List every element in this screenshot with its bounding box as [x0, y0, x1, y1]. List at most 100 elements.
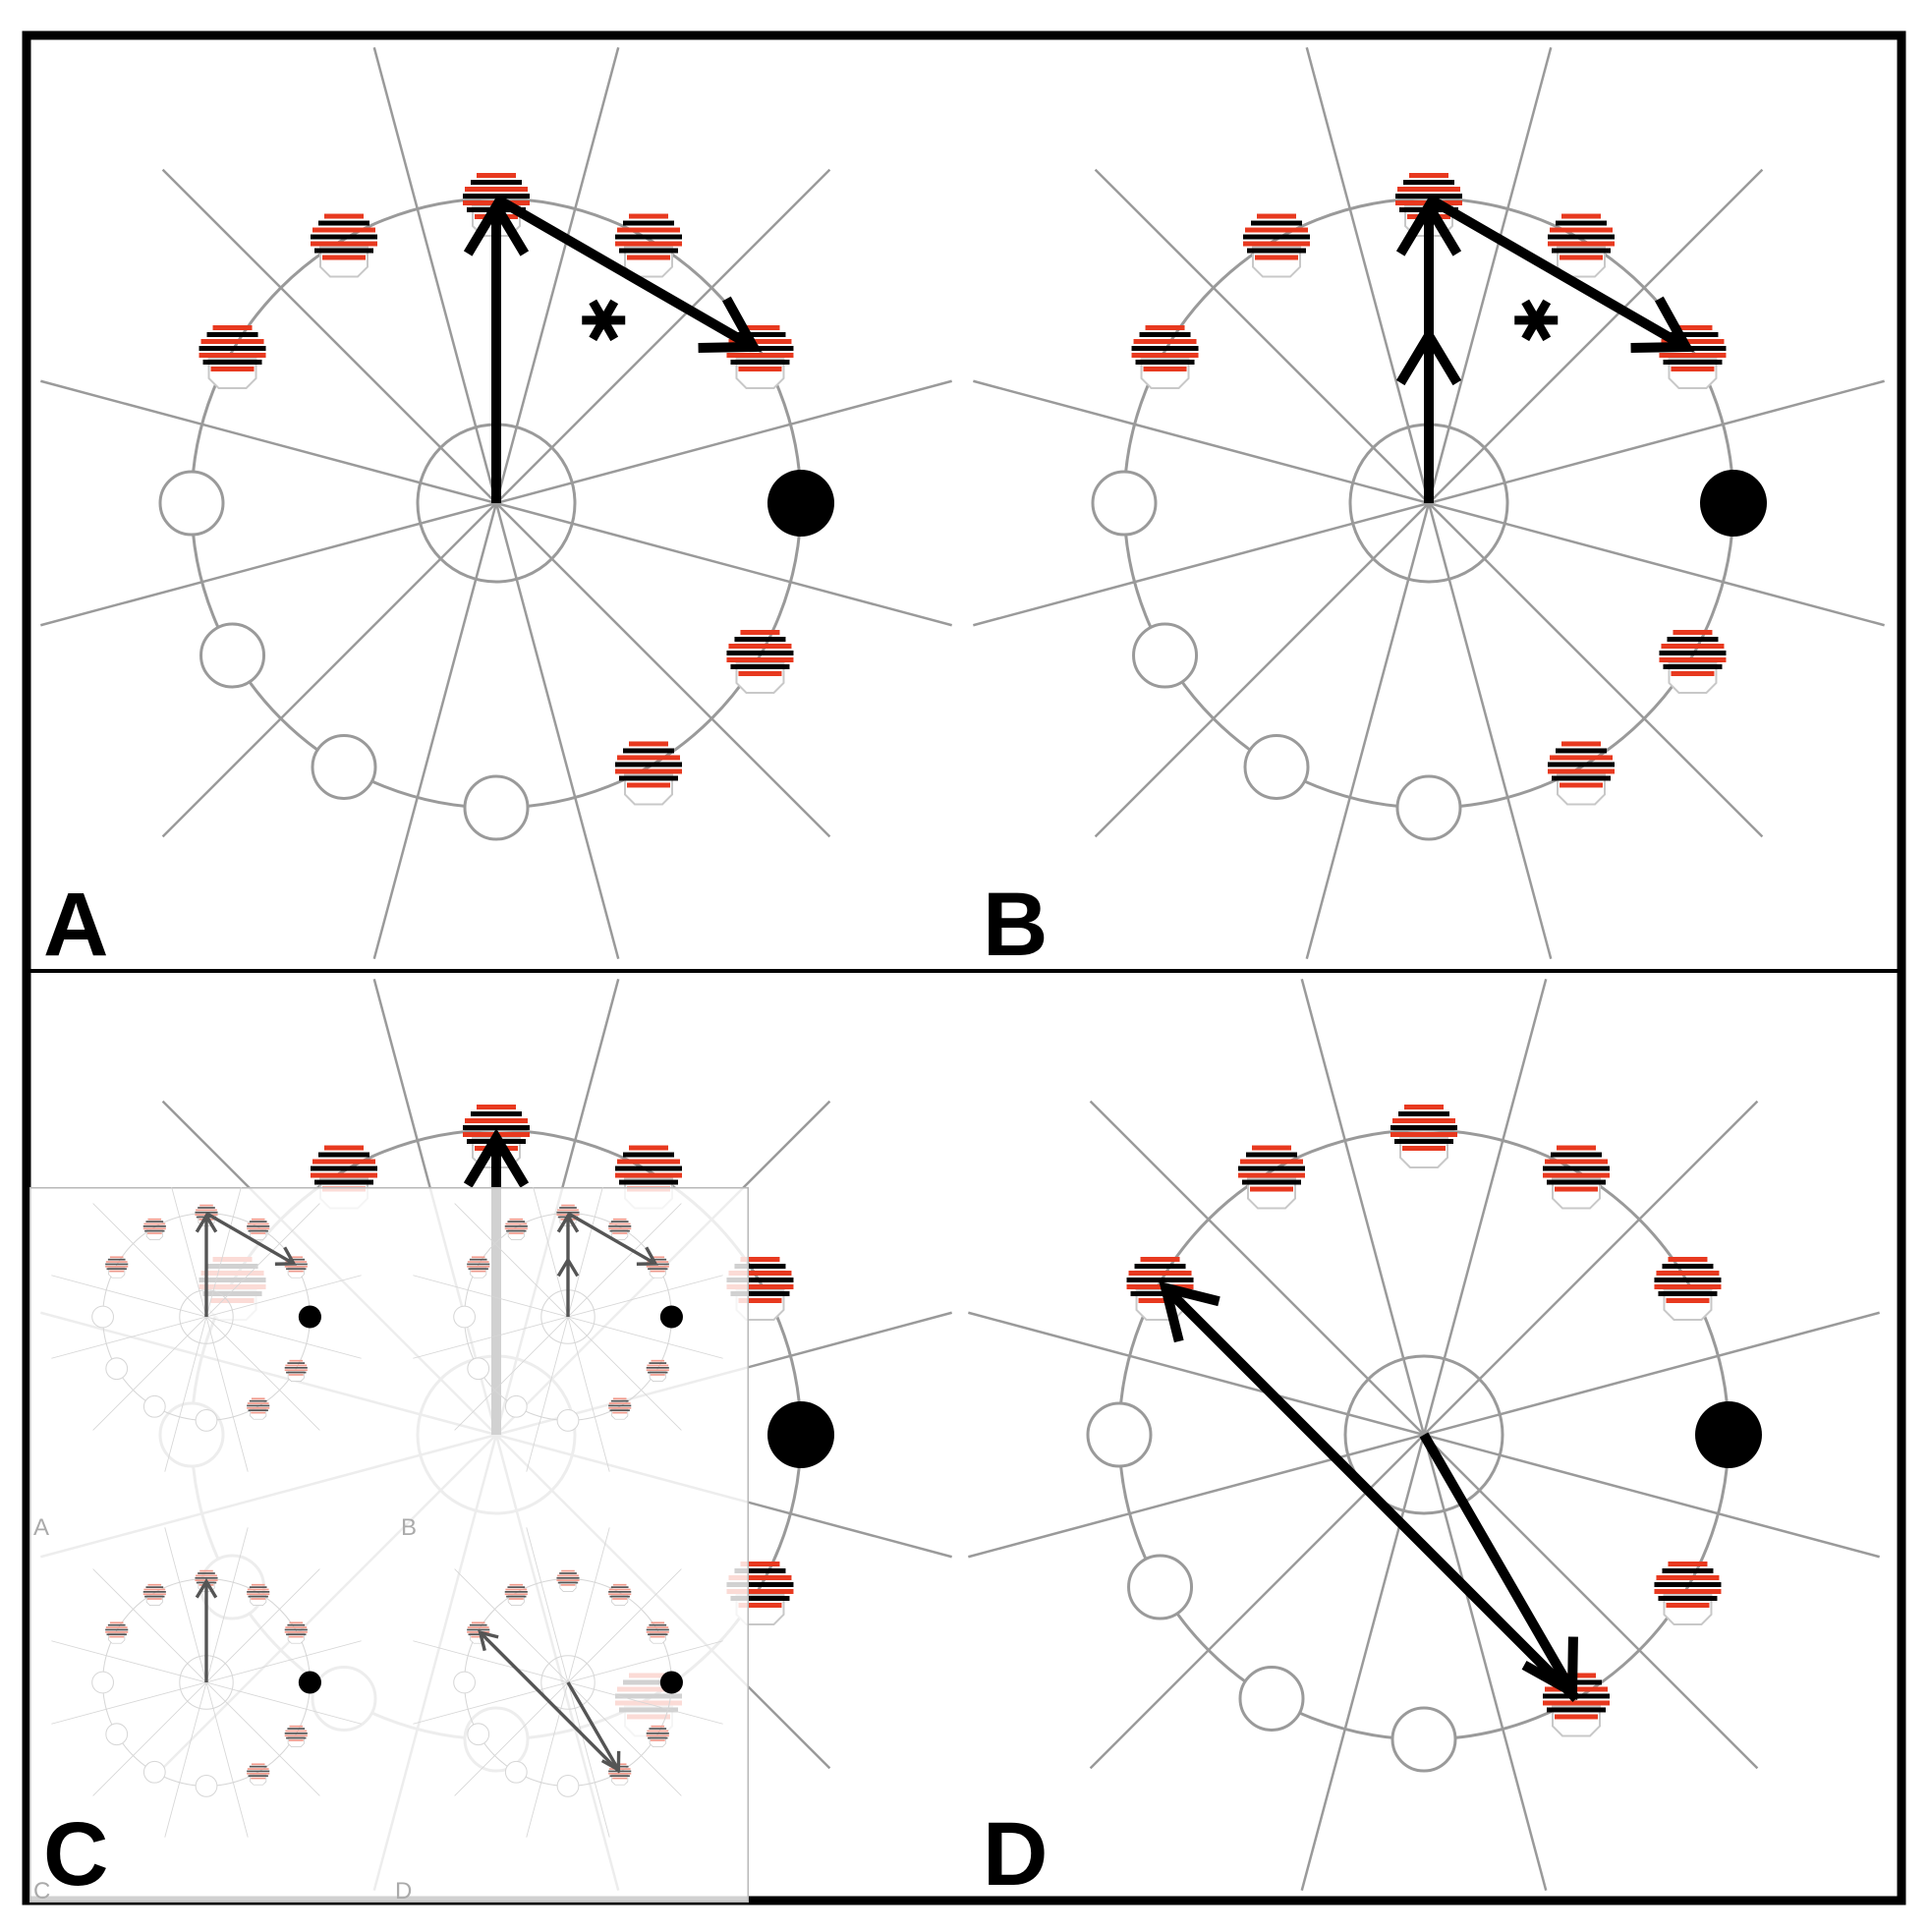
striped-target-icon [646, 1725, 669, 1747]
target-stripe [1128, 1271, 1192, 1276]
target-base [108, 1267, 126, 1279]
target-stripe [106, 1633, 127, 1636]
target-stripe [465, 1118, 528, 1123]
target-stripe [477, 173, 516, 178]
empty-target-icon [142, 1394, 166, 1418]
target-stripe [284, 1263, 308, 1266]
target-base [611, 1774, 629, 1786]
target-base [507, 1595, 525, 1606]
target-stripe [740, 1562, 780, 1566]
target-stripe [247, 1406, 270, 1409]
target-stripe [738, 367, 782, 371]
vector-arrow-icon [493, 194, 762, 353]
target-stripe [726, 1278, 794, 1282]
striped-target-icon [1654, 1257, 1722, 1321]
empty-target-icon [1091, 470, 1158, 537]
target-base [1552, 1705, 1601, 1737]
target-stripe [556, 1211, 580, 1214]
target-stripe [650, 1270, 665, 1273]
striped-target-icon [608, 1397, 632, 1420]
empty-target-icon [453, 1671, 476, 1694]
target-stripe [650, 1374, 665, 1376]
target-stripe [200, 339, 264, 344]
target-base [611, 1595, 629, 1606]
filled-target-icon [659, 1671, 683, 1694]
target-stripe [147, 1583, 162, 1586]
target-stripe [557, 1581, 579, 1584]
striped-target-icon [142, 1583, 166, 1606]
target-base [559, 1580, 577, 1592]
target-stripe [615, 768, 682, 774]
target-stripe [1390, 1132, 1457, 1137]
vector-arrow-head [636, 1246, 658, 1266]
target-stripe [199, 353, 266, 358]
target-stripe [1668, 1257, 1708, 1262]
target-stripe [109, 1270, 125, 1273]
target-stripe [196, 1574, 217, 1577]
target-stripe [467, 1626, 489, 1628]
target-stripe [1409, 173, 1448, 178]
empty-target-icon [91, 1671, 114, 1694]
vector-arrow-icon [205, 1212, 297, 1266]
target-base [287, 1267, 305, 1279]
target-stripe [105, 1630, 129, 1633]
target-stripe [615, 762, 682, 767]
asterisk-icon [582, 299, 626, 342]
target-stripe [508, 1232, 524, 1234]
target-stripe [610, 1221, 629, 1222]
target-stripe [646, 1367, 669, 1369]
target-stripe [1666, 1298, 1710, 1303]
target-stripe [726, 1582, 794, 1587]
filled-target-icon [298, 1305, 321, 1329]
target-stripe [646, 1263, 669, 1266]
target-stripe [612, 1583, 627, 1586]
target-stripe [1555, 1186, 1598, 1192]
target-stripe [608, 1404, 632, 1407]
inset-label-a: A [33, 1514, 49, 1541]
target-stripe [105, 1261, 128, 1263]
target-stripe [730, 664, 790, 669]
target-stripe [247, 1588, 269, 1591]
target-stripe [651, 1725, 665, 1728]
target-stripe [561, 1204, 575, 1207]
vector-arrow-shaft [1419, 1432, 1577, 1695]
target-stripe [144, 1595, 165, 1598]
target-stripe [505, 1222, 528, 1225]
target-stripe [615, 234, 682, 240]
vector-arrow-head [463, 197, 530, 256]
target-stripe [648, 1736, 668, 1739]
target-stripe [508, 1598, 524, 1600]
target-stripe [314, 1179, 373, 1185]
target-stripe [289, 1621, 304, 1624]
target-stripe [651, 1256, 665, 1259]
target-stripe [609, 1409, 630, 1412]
target-stripe [251, 1397, 265, 1400]
target-stripe [1551, 1152, 1602, 1158]
inset-label-c: C [33, 1878, 50, 1904]
inset-label-b: B [401, 1514, 417, 1541]
target-stripe [471, 180, 522, 185]
target-stripe [612, 1598, 628, 1600]
striped-target-icon [247, 1583, 270, 1606]
target-stripe [312, 227, 375, 233]
target-stripe [318, 1152, 369, 1158]
filled-target-icon [298, 1671, 321, 1694]
target-stripe [617, 1159, 680, 1165]
target-stripe [507, 1586, 526, 1588]
striped-target-icon [504, 1583, 528, 1606]
target-stripe [251, 1411, 266, 1414]
target-stripe [619, 1179, 678, 1185]
target-stripe [1557, 1145, 1596, 1151]
target-stripe [287, 1728, 306, 1730]
target-stripe [195, 1576, 218, 1579]
target-stripe [1247, 248, 1306, 254]
target-stripe [1250, 1186, 1293, 1192]
target-stripe [1666, 1603, 1710, 1608]
striped-target-icon [311, 213, 377, 278]
empty-target-icon [105, 1357, 129, 1381]
target-stripe [289, 1256, 304, 1259]
target-stripe [247, 1768, 269, 1770]
target-base [145, 1595, 163, 1606]
target-stripe [649, 1728, 667, 1730]
